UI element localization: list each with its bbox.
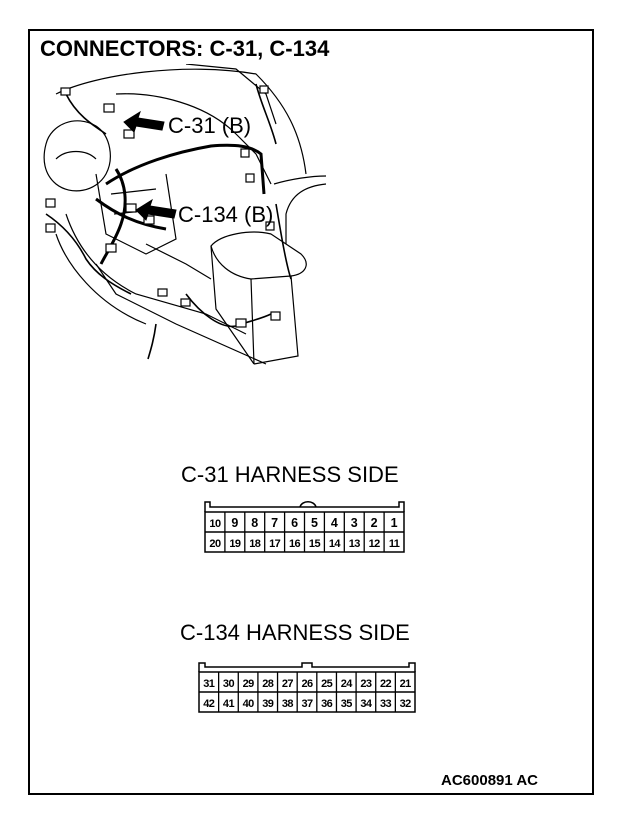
c31-pin-14: 14 bbox=[329, 538, 342, 550]
c31-harness-label: C-31 HARNESS SIDE bbox=[181, 462, 399, 487]
c134-pin-42: 42 bbox=[203, 698, 215, 710]
c31-pin-7: 7 bbox=[271, 516, 278, 530]
c31-pin-1: 1 bbox=[391, 516, 398, 530]
c134-pin-22: 22 bbox=[380, 678, 392, 690]
figure-code: AC600891 AC bbox=[441, 772, 538, 789]
figure-title: CONNECTORS: C-31, C-134 bbox=[40, 36, 330, 61]
c134-pin-38: 38 bbox=[282, 698, 294, 710]
c31-pin-16: 16 bbox=[289, 538, 301, 550]
c134-pin-23: 23 bbox=[360, 678, 372, 690]
c31-pin-3: 3 bbox=[351, 516, 358, 530]
c134-pin-30: 30 bbox=[223, 678, 235, 690]
figure-frame bbox=[28, 29, 594, 795]
c134-pin-27: 27 bbox=[282, 678, 294, 690]
c134-pin-26: 26 bbox=[301, 678, 313, 690]
c31-pin-4: 4 bbox=[331, 516, 338, 530]
c31-pin-10: 10 bbox=[209, 518, 221, 530]
c31-pin-2: 2 bbox=[371, 516, 378, 530]
c134-pin-34: 34 bbox=[360, 698, 373, 710]
c31-pin-5: 5 bbox=[311, 516, 318, 530]
dashboard-illustration bbox=[43, 64, 327, 365]
c134-pin-32: 32 bbox=[400, 698, 412, 710]
c31-pin-6: 6 bbox=[291, 516, 298, 530]
c31-pin-19: 19 bbox=[229, 538, 241, 550]
c134-pin-39: 39 bbox=[262, 698, 274, 710]
c134-pin-28: 28 bbox=[262, 678, 274, 690]
callout-c134: C-134 (B) bbox=[178, 202, 274, 227]
c31-pin-17: 17 bbox=[269, 538, 281, 550]
c134-pin-31: 31 bbox=[203, 678, 215, 690]
c134-pin-37: 37 bbox=[301, 698, 313, 710]
c31-pin-12: 12 bbox=[369, 538, 381, 550]
c31-pin-15: 15 bbox=[309, 538, 321, 550]
c134-connector-diagram: 31 30 29 28 27 26 25 24 23 22 21 42 41 40 39 38 37 36 35 34… bbox=[198, 662, 416, 713]
c134-pin-21: 21 bbox=[400, 678, 412, 690]
c134-pin-24: 24 bbox=[341, 678, 354, 690]
c31-pin-13: 13 bbox=[349, 538, 361, 550]
c134-pin-36: 36 bbox=[321, 698, 333, 710]
c31-pin-18: 18 bbox=[249, 538, 261, 550]
c134-pin-40: 40 bbox=[243, 698, 255, 710]
c134-pin-41: 41 bbox=[223, 698, 235, 710]
callout-c31: C-31 (B) bbox=[168, 113, 252, 138]
c31-pin-8: 8 bbox=[251, 516, 258, 530]
c134-pin-25: 25 bbox=[321, 678, 333, 690]
c134-pin-33: 33 bbox=[380, 698, 392, 710]
c31-pin-20: 20 bbox=[209, 538, 221, 550]
c134-harness-label: C-134 HARNESS SIDE bbox=[180, 620, 410, 645]
c134-pin-35: 35 bbox=[341, 698, 353, 710]
c31-pin-9: 9 bbox=[231, 516, 238, 530]
c134-pin-29: 29 bbox=[243, 678, 255, 690]
c31-pin-11: 11 bbox=[389, 538, 400, 550]
